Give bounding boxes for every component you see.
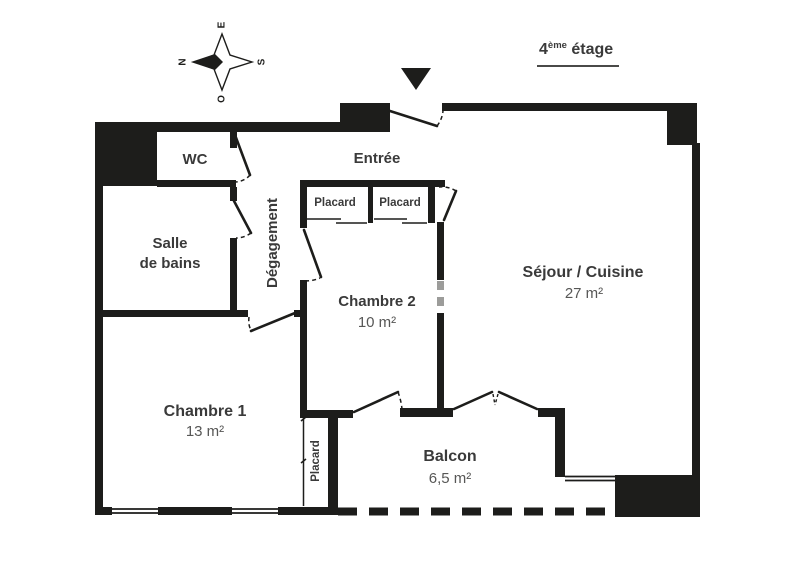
room-label-chambre1-name: Chambre 1: [163, 403, 247, 420]
wall-sdb-right-low: [230, 238, 237, 313]
door-wc: [233, 133, 252, 183]
door-chambre1: [248, 311, 297, 333]
wall-sdb-right-top: [230, 187, 237, 201]
room-label-degagement: Dégagement: [264, 197, 281, 289]
compass-letter-s: S: [256, 58, 268, 66]
wall-sejour-top: [437, 222, 444, 280]
room-label-balcon-area: 6,5 m²: [428, 470, 472, 487]
wall-placard2-right: [428, 187, 435, 223]
salle-de-bains-line1: Salle: [152, 235, 188, 252]
window-sejour-bottom: [565, 475, 615, 482]
closet-tick-2: [300, 458, 307, 464]
compass-letter-e: E: [216, 21, 228, 29]
wall-top-left: [95, 122, 340, 132]
walls-group: [95, 103, 700, 517]
door-chambre2: [302, 228, 323, 282]
wall-balcony-right: [555, 413, 565, 477]
wall-chambre1-balcony: [300, 410, 353, 418]
room-label-placard-chambre1: Placard: [310, 440, 322, 482]
salle-de-bains-line2: de bains: [139, 255, 201, 272]
compass-letter-o: O: [216, 95, 228, 103]
wall-sejour-low: [437, 313, 444, 413]
wall-chambre1-bottom-a: [95, 507, 112, 515]
wall-wc-right-stub: [230, 132, 237, 148]
wall-left: [95, 122, 103, 515]
room-label-placard-top-right: Placard: [379, 197, 421, 209]
door-sejour-entry: [438, 186, 458, 222]
room-label-wc: WC: [182, 151, 208, 168]
door-sejour-french: [452, 390, 539, 411]
door-salle-de-bains: [232, 199, 253, 239]
wall-chambre2-balcony-center: [400, 408, 453, 417]
windows-group: [112, 475, 615, 514]
wall-chunk-top-left: [95, 122, 157, 186]
floor-label: 4ème étage: [537, 40, 620, 67]
wall-top-right: [442, 103, 697, 111]
floor-word: étage: [566, 41, 614, 58]
compass-letter-n: N: [177, 58, 189, 66]
door-chambre2-balcony: [352, 390, 403, 414]
door-entrance: [388, 104, 444, 128]
wall-placards-top: [300, 180, 445, 187]
room-label-balcon-name: Balcon: [423, 448, 477, 465]
window-chambre1-left: [112, 508, 158, 514]
room-label-chambre1-area: 13 m²: [185, 423, 225, 440]
wall-chambre1-bottom-c: [278, 507, 338, 515]
wall-chambre1-bottom-b: [158, 507, 232, 515]
room-label-placard-top-left: Placard: [314, 197, 356, 209]
closet-lines-group: [300, 218, 427, 506]
compass-rose: [190, 32, 255, 92]
window-chambre1-right: [232, 508, 278, 514]
room-label-entree: Entrée: [353, 150, 401, 167]
wall-right: [692, 143, 700, 477]
wall-corner-block-bottom-right: [615, 475, 700, 517]
room-label-salle-de-bains: Salle de bains: [140, 234, 201, 274]
wall-wc-bottom: [157, 180, 236, 187]
wall-placard-divider: [368, 187, 373, 223]
wall-chambre1-right-low: [300, 280, 307, 417]
room-label-chambre2-area: 10 m²: [357, 314, 397, 331]
room-label-sejour-area: 27 m²: [564, 285, 604, 302]
room-label-sejour-name: Séjour / Cuisine: [522, 264, 644, 281]
wall-entrance-block: [340, 103, 390, 132]
wall-sdb-chambre1: [95, 310, 248, 317]
doors-group: [232, 104, 539, 414]
entrance-arrow-icon: [401, 68, 431, 90]
wall-corner-block-top-right: [667, 105, 697, 145]
wall-chambre1-right-top: [300, 187, 307, 228]
wall-balcony-left: [328, 410, 338, 508]
floor-number: 4: [539, 41, 548, 58]
closet-tick-1: [300, 416, 307, 422]
wall-sejour-bottom-stub: [538, 408, 565, 417]
room-label-chambre2-name: Chambre 2: [338, 293, 416, 310]
compass-needle: [193, 54, 223, 70]
floor-suffix: ème: [547, 40, 567, 51]
